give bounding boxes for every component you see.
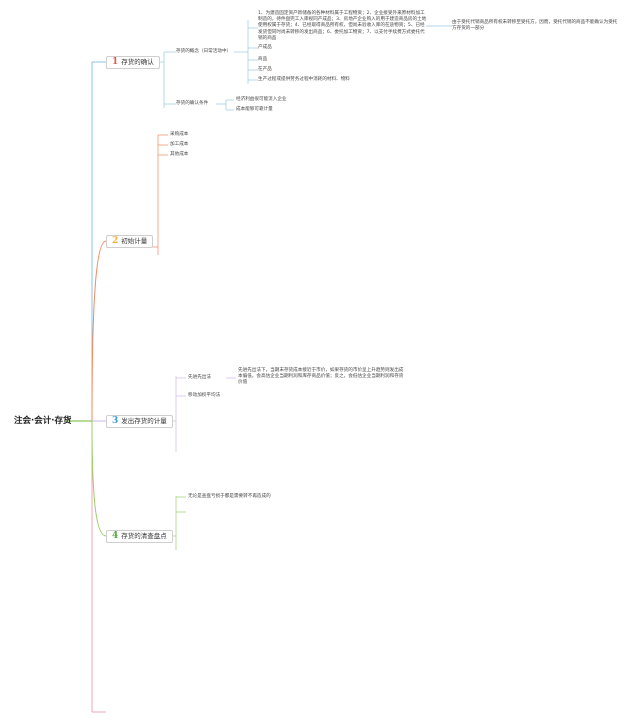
concept-item[interactable]: 生产过程或提供劳务过程中消耗的材料、物料 xyxy=(258,77,350,82)
branch-label: 初始计量 xyxy=(121,237,148,245)
branch-2-connector xyxy=(91,240,107,422)
recognition-item[interactable]: 成本能够可靠计量 xyxy=(236,107,273,112)
concept-item[interactable]: 在产品 xyxy=(258,67,272,72)
branch-number: 4 xyxy=(112,531,119,541)
recognition-conditions-node[interactable]: 存货的确认条件 xyxy=(176,101,209,106)
recognition-item[interactable]: 经济利益很可能流入企业 xyxy=(236,97,287,102)
concept-item[interactable]: 商品 xyxy=(258,57,268,62)
cost-item[interactable]: 其他成本 xyxy=(170,152,189,157)
concept-notes[interactable]: 1、为建造固定资产新储备的各种材料属于工程物资；2、企业接受外来原材料加工制造的… xyxy=(258,11,427,41)
stocktake-item[interactable]: 无论是查盘亏损于都是需要转不再造成的 xyxy=(188,494,271,499)
concept-node[interactable]: 存货的概念（日常活动中） xyxy=(176,49,232,54)
branch-number: 3 xyxy=(112,416,119,426)
fifo-notes[interactable]: 先进先出法下，当期末存货成本接近于市价，如果存货的市价呈上升趋势则发出成本偏低，… xyxy=(238,368,404,386)
concept-item[interactable]: 产成品 xyxy=(258,45,272,50)
root-node[interactable]: 注会·会计·存货 xyxy=(14,416,72,426)
weighted-average-node[interactable]: 移动加权平均法 xyxy=(188,393,221,398)
branch-number: 2 xyxy=(112,236,119,246)
branch-label: 存货的确认 xyxy=(121,58,154,66)
cost-item[interactable]: 采购成本 xyxy=(170,132,189,137)
branch-number: 1 xyxy=(112,57,119,67)
branch-4-connector xyxy=(91,420,107,537)
branch-label: 存货的清查盘点 xyxy=(121,532,167,540)
cost-item[interactable]: 加工成本 xyxy=(170,142,189,147)
branch-label: 发出存货的计量 xyxy=(121,417,167,425)
fifo-node[interactable]: 先进先出法 xyxy=(188,375,211,380)
consignment-note[interactable]: 由于受托代销商品所有权未转移至受托方，因而，受托代销的商品不能确认为受托方存货的… xyxy=(452,20,618,32)
